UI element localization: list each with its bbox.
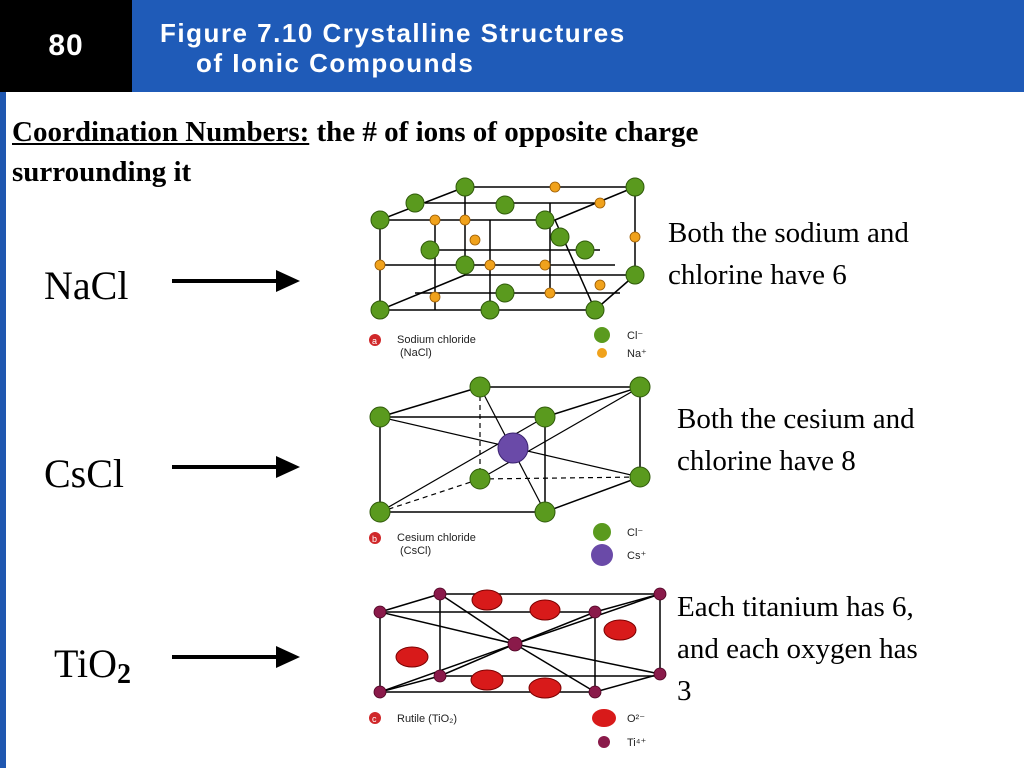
formula-nacl: NaCl bbox=[44, 263, 129, 308]
slide-number: 80 bbox=[48, 29, 84, 62]
legend-ti-swatch bbox=[598, 736, 610, 748]
slide-header bbox=[0, 0, 1024, 92]
legend-na-swatch bbox=[597, 348, 607, 358]
caption-cscl-line1: Cesium chloride bbox=[397, 532, 476, 544]
caption-letter-a: a bbox=[372, 336, 377, 346]
legend-na-label: Na⁺ bbox=[627, 348, 647, 360]
caption-letter-b: b bbox=[372, 534, 377, 544]
formula-tio2: TiO2 bbox=[54, 640, 131, 691]
caption-cscl-line2: (CsCl) bbox=[400, 545, 431, 557]
formula-tio2-subscript: 2 bbox=[117, 659, 132, 690]
left-frame-border bbox=[0, 92, 6, 768]
caption-rutile: Rutile (TiO₂) bbox=[397, 713, 457, 725]
description-cscl: Both the cesium and chlorine have 8 bbox=[677, 398, 915, 482]
description-cscl-line1: Both the cesium and bbox=[677, 403, 915, 435]
slide-number-badge: 80 bbox=[0, 0, 132, 92]
legend-cl-label: Cl⁻ bbox=[627, 330, 643, 342]
caption-letter-a-icon bbox=[369, 334, 381, 346]
description-cscl-line2: chlorine have 8 bbox=[677, 445, 856, 477]
description-tio2-line1: Each titanium has 6, bbox=[677, 591, 914, 623]
description-tio2-line2: and each oxygen has bbox=[677, 633, 918, 665]
arrow-right-icon bbox=[172, 456, 300, 478]
figure-title-line2: of Ionic Compounds bbox=[196, 48, 475, 78]
caption-nacl-line2: (NaCl) bbox=[400, 347, 432, 359]
definition-text: Coordination Numbers: the # of ions of o… bbox=[12, 112, 852, 192]
definition-line2: surrounding it bbox=[12, 156, 192, 188]
arrow-right-icon bbox=[172, 270, 300, 292]
formula-cscl: CsCl bbox=[44, 451, 125, 496]
legend-ti-label: Ti⁴⁺ bbox=[627, 737, 646, 749]
definition-term: Coordination Numbers: bbox=[12, 116, 310, 148]
caption-letter-c-icon bbox=[369, 712, 381, 724]
description-nacl-line2: chlorine have 6 bbox=[668, 259, 847, 291]
caption-letter-b-icon bbox=[369, 532, 381, 544]
figure-title-line1: Figure 7.10 Crystalline Structures bbox=[160, 18, 626, 48]
figure-title: Figure 7.10 Crystalline Structures of Io… bbox=[160, 18, 626, 78]
rutile-crystal-diagram: c Rutile (TiO₂) O²⁻ Ti⁴⁺ bbox=[369, 587, 667, 749]
legend-o-label: O²⁻ bbox=[627, 713, 645, 725]
caption-nacl-line1: Sodium chloride bbox=[397, 334, 476, 346]
description-tio2: Each titanium has 6, and each oxygen has… bbox=[677, 586, 918, 712]
legend-cs-label: Cs⁺ bbox=[627, 550, 646, 562]
legend-cl-swatch bbox=[594, 327, 610, 343]
caption-letter-c: c bbox=[372, 714, 377, 724]
description-tio2-line3: 3 bbox=[677, 675, 692, 707]
definition-line1: the # of ions of opposite charge bbox=[309, 116, 699, 148]
cscl-crystal-diagram: b Cesium chloride (CsCl) Cl⁻ Cs⁺ bbox=[369, 376, 651, 566]
legend-cl-swatch bbox=[593, 523, 611, 541]
description-nacl-line1: Both the sodium and bbox=[668, 217, 909, 249]
legend-cs-swatch bbox=[591, 544, 613, 566]
description-nacl: Both the sodium and chlorine have 6 bbox=[668, 212, 909, 296]
legend-cl-label: Cl⁻ bbox=[627, 527, 643, 539]
legend-o-swatch bbox=[592, 709, 616, 727]
arrow-right-icon bbox=[172, 646, 300, 668]
formula-tio2-main: TiO bbox=[54, 641, 118, 686]
nacl-crystal-diagram: a Sodium chloride (NaCl) Cl⁻ Na⁺ bbox=[369, 177, 647, 360]
